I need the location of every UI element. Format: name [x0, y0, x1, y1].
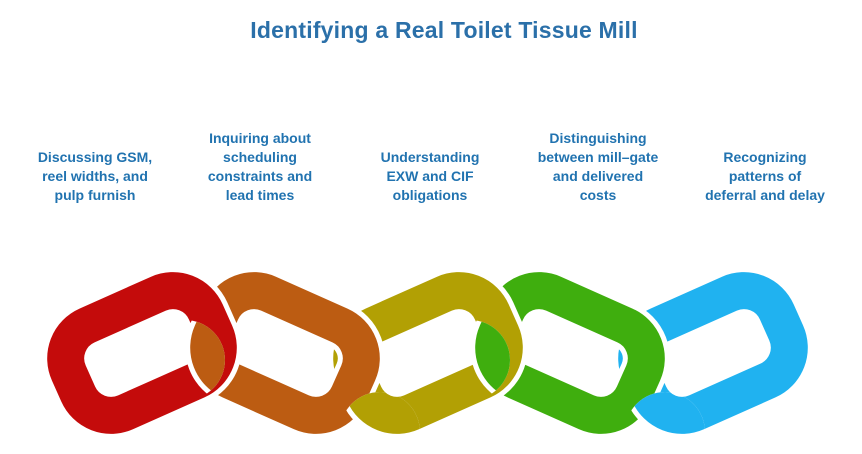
chain-links-graphic [42, 267, 813, 439]
step-5-label: Recognizing patterns of deferral and del… [705, 149, 825, 203]
red-chain-link [42, 267, 242, 439]
step-2-label: Inquiring about scheduling constraints a… [207, 130, 313, 203]
step-4-label: Distinguishing between mill–gate and del… [537, 130, 659, 203]
step-1-label: Discussing GSM, reel widths, and pulp fu… [37, 149, 153, 203]
page-title: Identifying a Real Toilet Tissue Mill [250, 17, 638, 43]
step-3-label: Understanding EXW and CIF obligations [380, 149, 480, 203]
